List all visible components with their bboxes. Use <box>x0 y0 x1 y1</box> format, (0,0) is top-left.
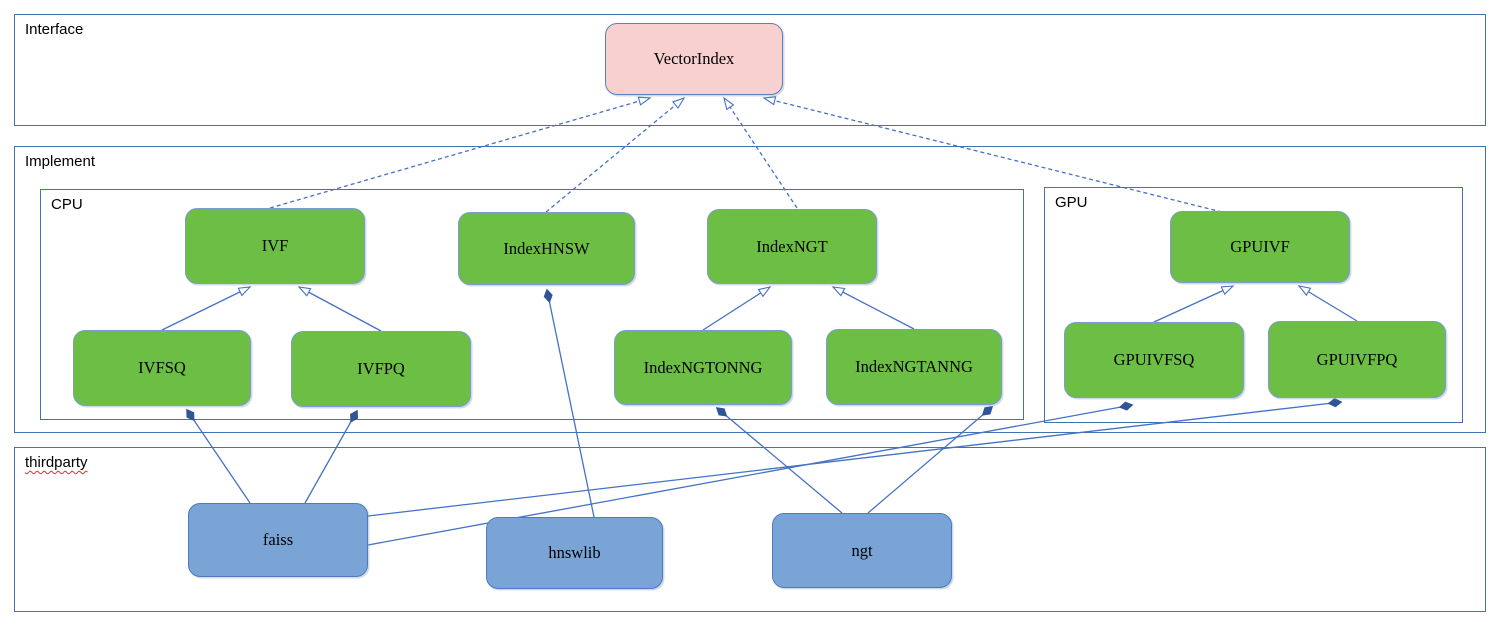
node-gpuivfpq[interactable]: GPUIVFPQ <box>1268 321 1446 398</box>
node-faiss-label: faiss <box>262 530 294 549</box>
node-indexhnsw-label: IndexHNSW <box>503 238 590 258</box>
node-hnswlib-label: hnswlib <box>548 543 601 562</box>
container-implement-label: Implement <box>25 153 96 170</box>
node-gpuivf-label: GPUIVF <box>1230 237 1290 256</box>
node-indexhnsw[interactable]: IndexHNSW <box>458 212 635 285</box>
node-ivf-label: IVF <box>261 236 289 255</box>
node-ngt-label: ngt <box>851 540 873 560</box>
node-ivf[interactable]: IVF <box>185 208 365 284</box>
container-cpu-label: CPU <box>51 196 83 213</box>
node-indexngtanng[interactable]: IndexNGTANNG <box>826 329 1002 405</box>
node-indexngtonng-label: IndexNGTONNG <box>643 357 763 377</box>
node-faiss[interactable]: faiss <box>188 503 368 577</box>
node-indexngt-label: IndexNGT <box>756 236 828 256</box>
node-indexngtanng-label: IndexNGTANNG <box>855 357 973 376</box>
container-thirdparty-label: thirdparty <box>25 454 88 471</box>
node-ivfpq-label: IVFPQ <box>357 359 405 378</box>
node-ngt[interactable]: ngt <box>772 513 952 588</box>
node-gpuivfpq-label: GPUIVFPQ <box>1316 349 1398 369</box>
node-ivfpq[interactable]: IVFPQ <box>291 331 471 407</box>
node-indexngt[interactable]: IndexNGT <box>707 209 877 284</box>
node-ivfsq[interactable]: IVFSQ <box>73 330 251 406</box>
node-vectorindex[interactable]: VectorIndex <box>605 23 783 95</box>
container-gpu-label: GPU <box>1055 194 1088 211</box>
node-hnswlib[interactable]: hnswlib <box>486 517 663 589</box>
node-gpuivfsq-label: GPUIVFSQ <box>1113 350 1195 369</box>
node-ivfsq-label: IVFSQ <box>138 358 186 377</box>
node-gpuivf[interactable]: GPUIVF <box>1170 211 1350 283</box>
node-gpuivfsq[interactable]: GPUIVFSQ <box>1064 322 1244 398</box>
node-vectorindex-label: VectorIndex <box>653 49 735 68</box>
node-indexngtonng[interactable]: IndexNGTONNG <box>614 330 792 405</box>
container-interface-label: Interface <box>25 21 84 38</box>
